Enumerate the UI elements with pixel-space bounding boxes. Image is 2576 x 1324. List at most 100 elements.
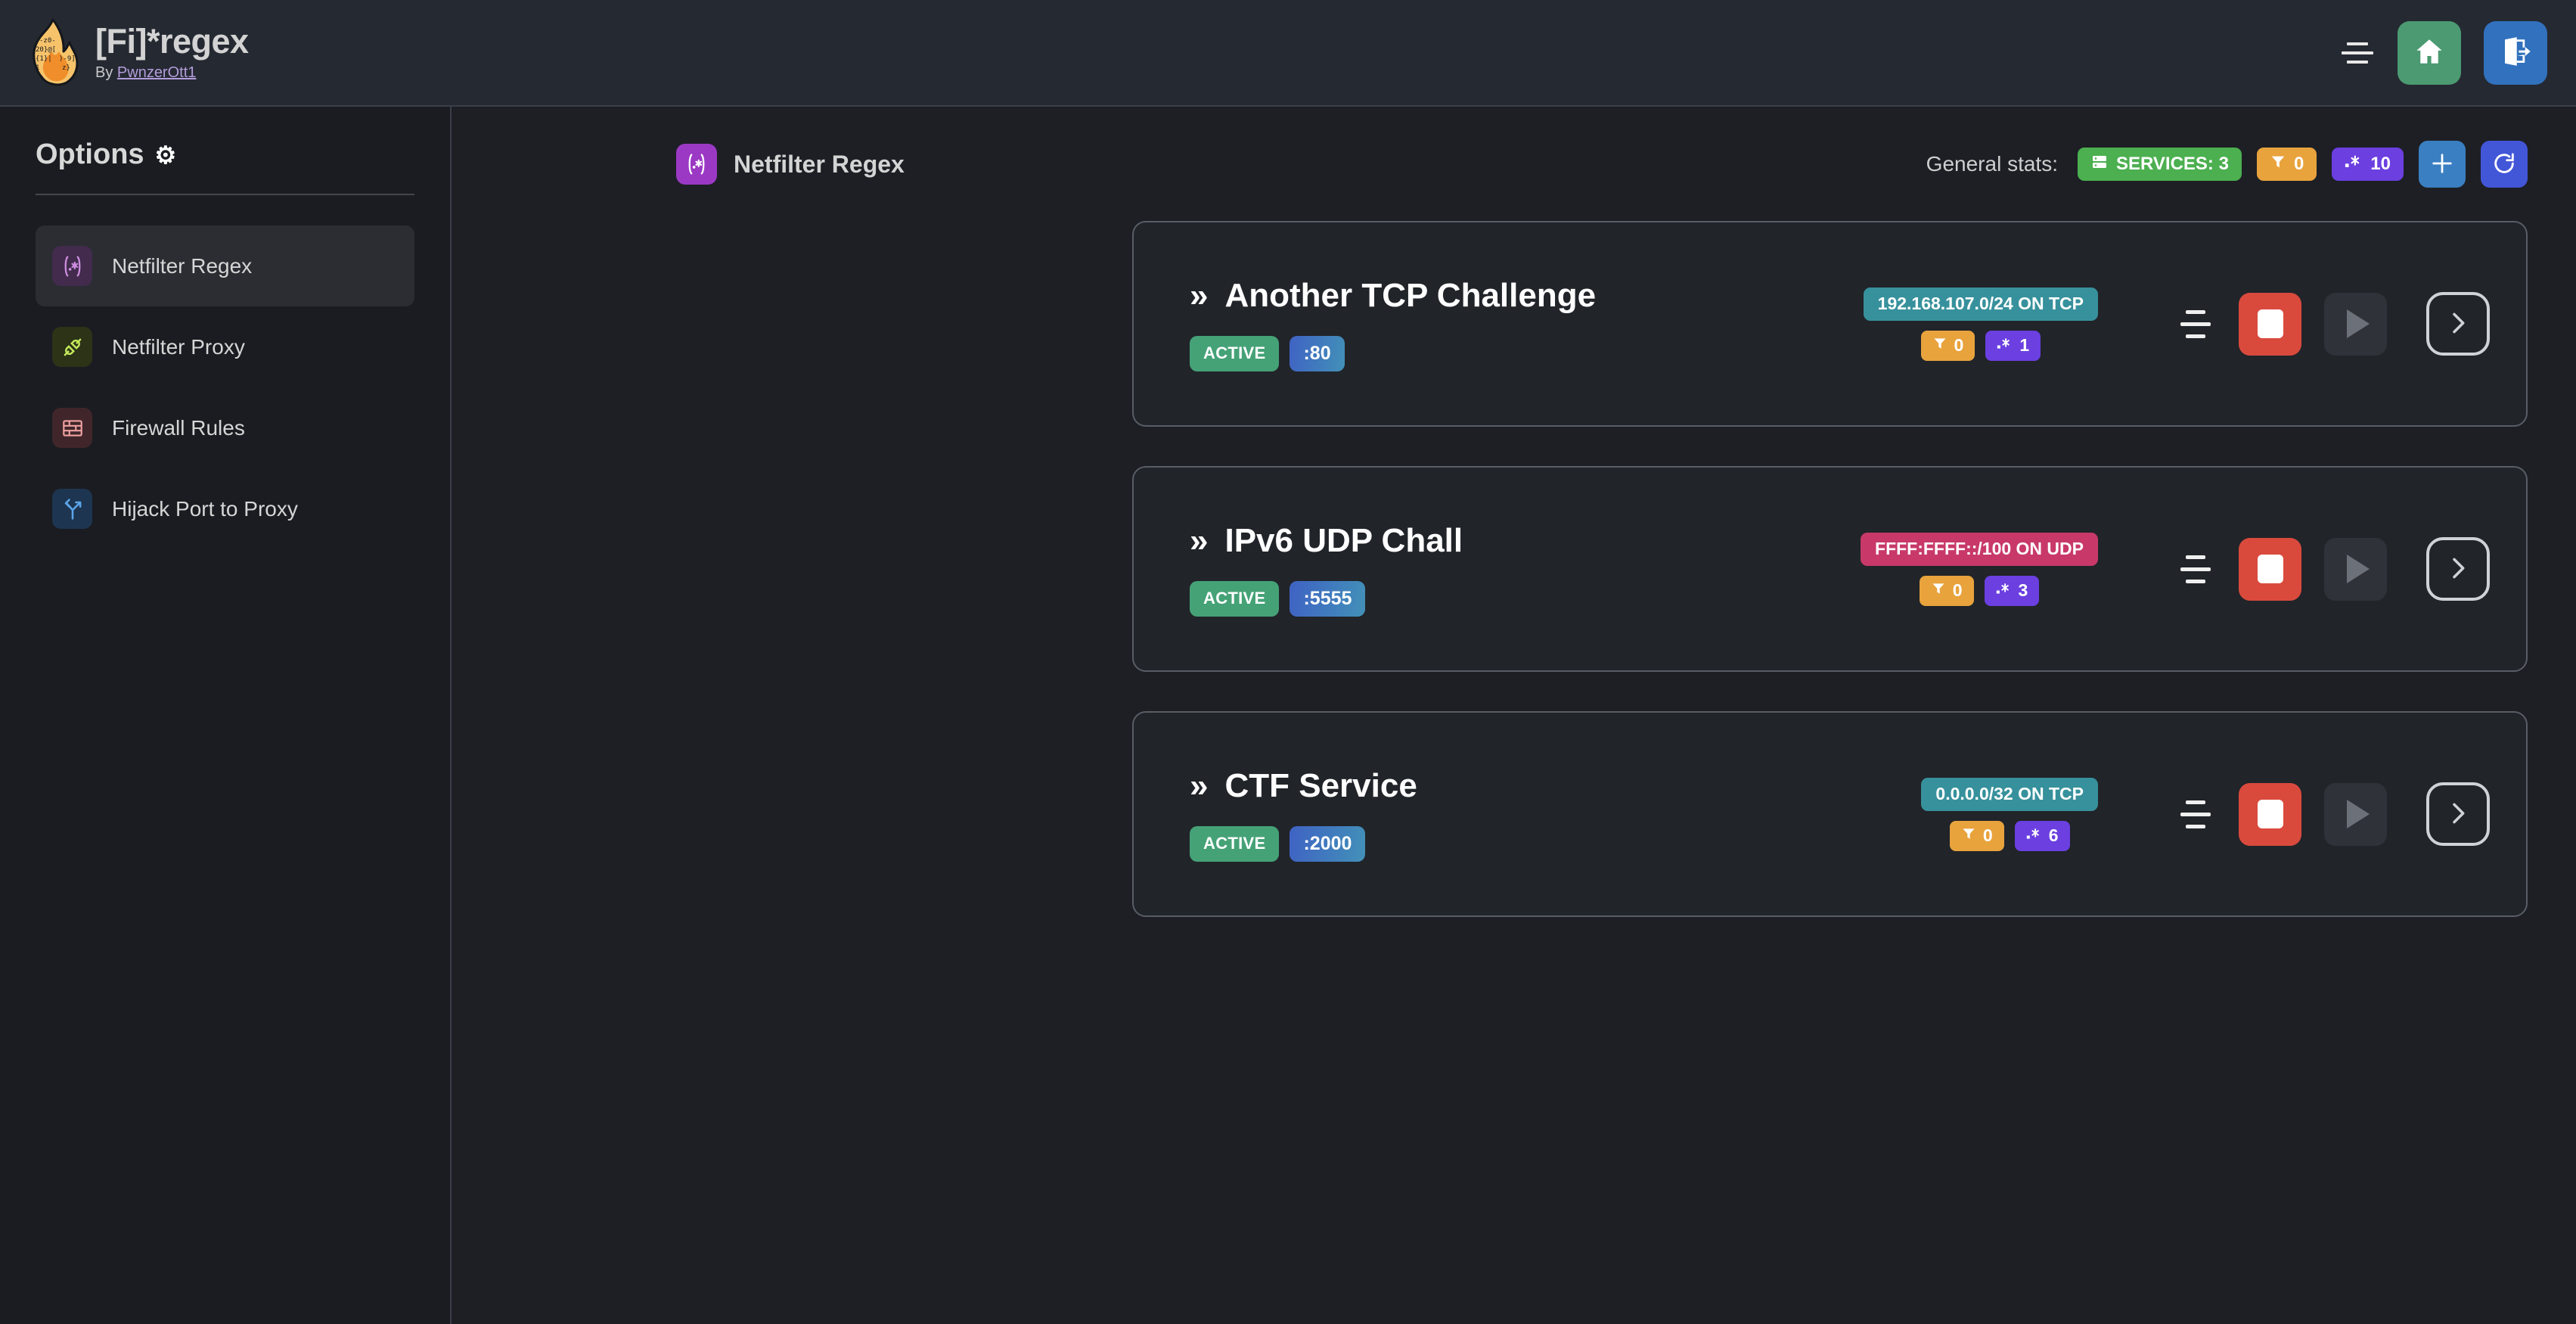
play-button[interactable] [2324, 292, 2387, 356]
sidebar-item-firewall-rules[interactable]: Firewall Rules [36, 387, 414, 468]
sidebar-item-netfilter-proxy[interactable]: Netfilter Proxy [36, 306, 414, 387]
service-card[interactable]: » Another TCP Challenge ACTIVE :80 192.1… [1132, 221, 2528, 427]
service-menu-icon[interactable] [2169, 788, 2222, 841]
regex-dot-star-icon [1997, 335, 2013, 356]
service-badges: ACTIVE :2000 [1190, 825, 1417, 862]
service-menu-icon[interactable] [2169, 542, 2222, 595]
service-card[interactable]: » CTF Service ACTIVE :2000 0.0.0.0/32 ON… [1132, 711, 2528, 917]
service-badges: ACTIVE :80 [1190, 335, 1596, 371]
play-button[interactable] [2324, 537, 2387, 601]
flame-regex-logo-icon: -z0- 20}@[ {1}| )-9] 1 z} [26, 18, 79, 88]
add-service-button[interactable] [2419, 141, 2466, 188]
sidebar-item-label: Firewall Rules [112, 415, 245, 440]
by-label: By [95, 64, 117, 81]
gear-icon: ⚙ [154, 141, 177, 169]
port-badge: :80 [1290, 335, 1345, 371]
filters-count: 0 [1982, 825, 1993, 845]
service-card[interactable]: » IPv6 UDP Chall ACTIVE :5555 FFFF:FFFF:… [1132, 466, 2528, 672]
network-badge: 192.168.107.0/24 ON TCP [1863, 287, 2098, 321]
sidebar-item-hijack-port-to-proxy[interactable]: Hijack Port to Proxy [36, 468, 414, 549]
sidebar-item-label: Hijack Port to Proxy [112, 496, 298, 521]
svg-text:20}@[: 20}@[ [36, 46, 56, 54]
stat-services-badge[interactable]: SERVICES: 3 [2077, 148, 2242, 181]
chevron-right-icon [2443, 308, 2473, 340]
service-name: Another TCP Challenge [1224, 276, 1597, 314]
fork-arrow-icon [52, 489, 92, 529]
brick-wall-icon [52, 408, 92, 448]
service-info: » IPv6 UDP Chall ACTIVE :5555 [1190, 522, 1463, 617]
svg-text:z}: z} [62, 64, 70, 72]
filters-counter[interactable]: 0 [1919, 575, 1974, 606]
sidebar-divider [36, 194, 414, 195]
app-author-line: By PwnzerOtt1 [95, 64, 249, 82]
svg-text:{1}|: {1}| [36, 55, 52, 63]
status-badge: ACTIVE [1190, 580, 1280, 617]
service-controls: 192.168.107.0/24 ON TCP 0 [1863, 287, 2490, 361]
general-stats: General stats: SERVICES: 3 [1926, 141, 2528, 188]
port-badge: :5555 [1290, 580, 1366, 617]
top-bar-actions [2340, 20, 2576, 85]
stop-button[interactable] [2239, 292, 2301, 356]
service-controls: 0.0.0.0/32 ON TCP 0 [1921, 777, 2490, 851]
service-menu-icon[interactable] [2169, 297, 2222, 350]
filters-counter[interactable]: 0 [1920, 330, 1975, 361]
service-badges: ACTIVE :5555 [1190, 580, 1463, 617]
regex-icon [52, 246, 92, 286]
network-badge: FFFF:FFFF::/100 ON UDP [1861, 532, 2098, 566]
svg-text:-z0-: -z0- [39, 37, 56, 45]
app-title: [Fi]*regex [95, 22, 249, 61]
author-link[interactable]: PwnzerOtt1 [116, 64, 197, 81]
regexes-counter[interactable]: 3 [1984, 575, 2040, 606]
open-service-button[interactable] [2426, 537, 2490, 601]
logout-button[interactable] [2484, 20, 2547, 85]
regex-dot-star-icon [2026, 825, 2042, 846]
port-badge: :2000 [1290, 825, 1366, 862]
sidebar-item-label: Netfilter Proxy [112, 334, 245, 359]
regex-dot-star-icon [1996, 580, 2012, 601]
stat-filters-badge[interactable]: 0 [2256, 148, 2317, 181]
filter-icon [2270, 154, 2286, 176]
regexes-count: 3 [2018, 580, 2028, 600]
svg-text:)-9]: )-9] [59, 55, 76, 63]
filters-count: 0 [1952, 580, 1963, 600]
page-title: Netfilter Regex [734, 150, 905, 178]
top-bar: -z0- 20}@[ {1}| )-9] 1 z} [Fi]*regex By … [0, 0, 2576, 107]
stop-icon [2257, 800, 2283, 828]
stat-services-text: SERVICES: 3 [2115, 154, 2229, 174]
sidebar-item-netfilter-regex[interactable]: Netfilter Regex [36, 225, 414, 306]
service-title: » Another TCP Challenge [1190, 277, 1596, 315]
home-button[interactable] [2398, 20, 2461, 85]
logout-icon [2500, 36, 2531, 70]
sidebar: Options ⚙ Netfilter Regex [0, 107, 452, 1324]
home-icon [2413, 36, 2445, 70]
regex-icon [676, 144, 717, 185]
regexes-count: 6 [2048, 825, 2059, 845]
server-icon [2090, 153, 2109, 176]
stop-button[interactable] [2239, 782, 2301, 846]
brand: -z0- 20}@[ {1}| )-9] 1 z} [Fi]*regex By … [0, 18, 249, 88]
service-title: » IPv6 UDP Chall [1190, 522, 1463, 560]
filters-counter[interactable]: 0 [1949, 820, 2004, 851]
filter-icon [1931, 580, 1946, 601]
service-network-info: 192.168.107.0/24 ON TCP 0 [1863, 287, 2098, 361]
refresh-button[interactable] [2481, 141, 2528, 188]
service-info: » CTF Service ACTIVE :2000 [1190, 767, 1417, 862]
hamburger-menu-icon[interactable] [2340, 38, 2375, 68]
regexes-counter[interactable]: 1 [1985, 330, 2041, 361]
chevron-right-icon [2443, 553, 2473, 586]
open-service-button[interactable] [2426, 782, 2490, 846]
regexes-counter[interactable]: 6 [2014, 820, 2070, 851]
stat-regex-badge[interactable]: 10 [2332, 148, 2404, 181]
plus-icon [2429, 151, 2455, 179]
service-title: » CTF Service [1190, 767, 1417, 805]
play-icon [2346, 555, 2370, 583]
regex-dot-star-icon [2345, 154, 2363, 176]
sidebar-heading-label: Options [36, 138, 144, 170]
sidebar-nav: Netfilter Regex Netfilter Proxy Fire [36, 225, 414, 549]
stop-button[interactable] [2239, 537, 2301, 601]
main-header: Netfilter Regex General stats: SERVICES:… [453, 107, 2576, 188]
double-chevron-icon: » [1190, 521, 1209, 559]
open-service-button[interactable] [2426, 292, 2490, 356]
stop-icon [2257, 309, 2283, 338]
play-button[interactable] [2324, 782, 2387, 846]
